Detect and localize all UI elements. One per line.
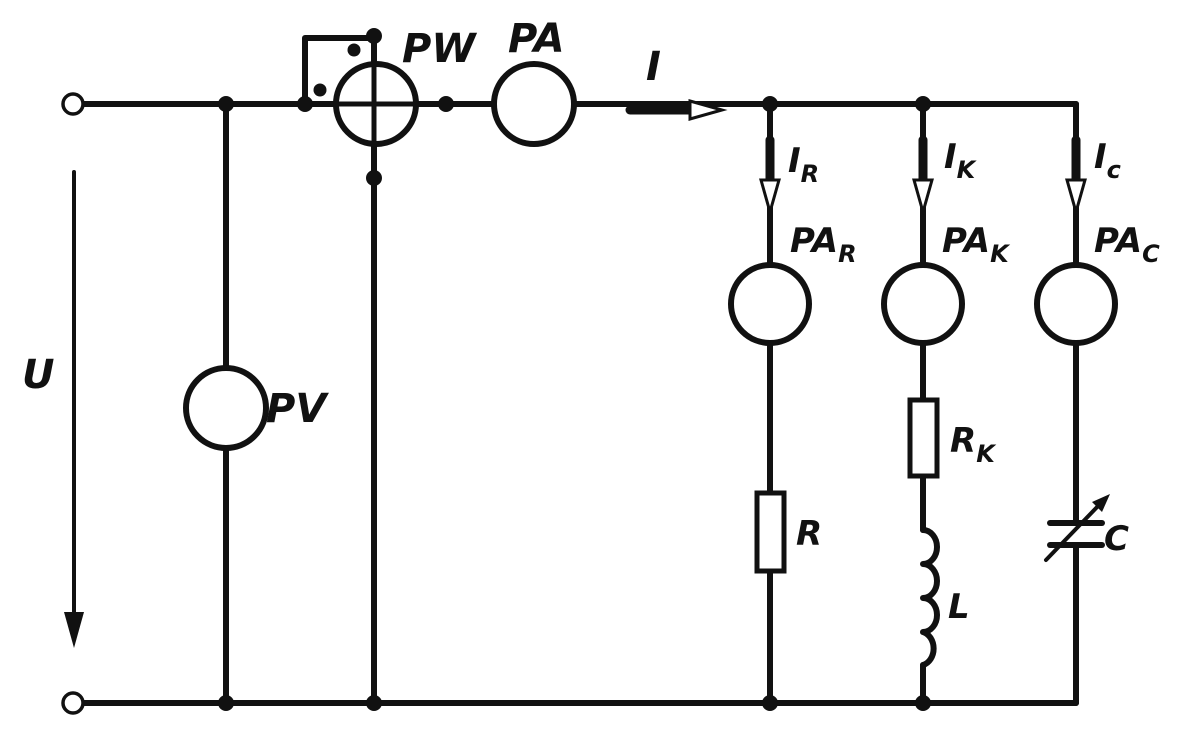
ammeter-pa-k: [881, 262, 965, 346]
capacitor-c-label: C: [1104, 519, 1129, 559]
junction-dot: [366, 695, 382, 711]
ammeter-pa: [491, 61, 577, 147]
polarity-mark: [347, 43, 361, 57]
current-i-r-label: IR: [788, 141, 819, 188]
voltmeter-pv: [183, 365, 269, 451]
resistor-r-k-label: RK: [950, 421, 997, 468]
current-arrow-i-k: [912, 135, 934, 218]
junction-dot: [762, 96, 778, 112]
variable-capacitor-c: [1044, 494, 1110, 562]
junction-dot: [366, 170, 382, 186]
current-i-c-label: Ic: [1094, 137, 1121, 184]
voltmeter-label: PV: [266, 386, 329, 432]
ammeter-pa-r-label: PAR: [790, 221, 857, 268]
junction-dot: [762, 695, 778, 711]
resistor-r-k: [907, 397, 940, 479]
ammeter-pa-k-label: PAK: [942, 221, 1011, 268]
wattmeter-label: PW: [402, 26, 477, 72]
resistor-r-label: R: [796, 514, 822, 554]
wiring: [75, 33, 1079, 706]
ammeter-label: PA: [508, 16, 565, 62]
junction-dot: [218, 96, 234, 112]
resistor-r: [754, 490, 787, 574]
pw-current-loop: [302, 35, 377, 107]
current-arrow-i-c: [1065, 135, 1087, 218]
current-i-k-label: IK: [944, 137, 978, 184]
inductor-l-label: L: [948, 587, 970, 627]
junction-dot: [438, 96, 454, 112]
inductor-l: [920, 527, 940, 668]
current-arrow-i-r: [759, 135, 781, 218]
junction-dot: [915, 96, 931, 112]
current-i-label: I: [646, 44, 661, 90]
polarity-mark: [313, 83, 327, 97]
wattmeter-pw: [333, 61, 419, 147]
ammeter-pa-r: [728, 262, 812, 346]
voltage-label: U: [22, 352, 54, 398]
current-arrow-i: [625, 99, 728, 121]
input-terminal-top: [61, 92, 85, 116]
junction-dot: [297, 96, 313, 112]
voltage-arrow: [64, 170, 84, 648]
input-terminal-bottom: [61, 691, 85, 715]
junction-dot: [218, 695, 234, 711]
ammeter-pa-c: [1034, 262, 1118, 346]
junction-dot: [366, 28, 382, 44]
ammeter-pa-c-label: PAC: [1094, 221, 1160, 268]
junction-dot: [915, 695, 931, 711]
